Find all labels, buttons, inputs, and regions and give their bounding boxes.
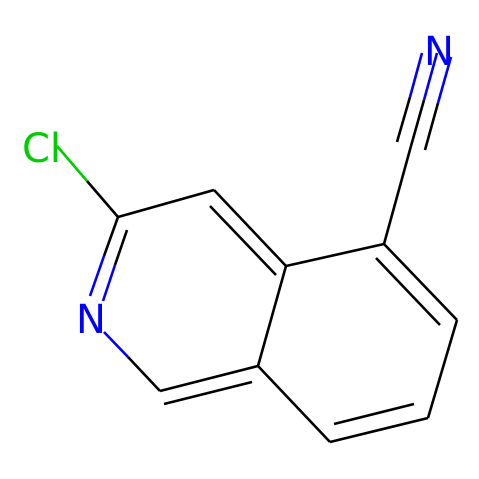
bond-n2-c3 [88, 255, 106, 297]
bond-c8a-c1-inner [163, 380, 253, 406]
bond-n2-c3-inner [101, 264, 117, 302]
bond-cn-triple-a-n [422, 52, 439, 101]
bond-c7-c8-inner [333, 402, 415, 426]
bonds [56, 52, 459, 444]
bond-c6-c7 [426, 319, 459, 419]
bond-c7-c8 [329, 416, 429, 444]
bond-cn-triple-a [409, 99, 426, 147]
ring-nitrogen-atom-label: N [76, 297, 106, 343]
bond-c1-n2 [127, 356, 161, 392]
bond-c3-cl-label-side [56, 145, 88, 182]
bond-c4a-c5 [285, 242, 385, 268]
bond-n2-c3-inner-c-side [113, 229, 129, 266]
bond-cn-triple-c [423, 102, 440, 151]
bond-c3-c4 [117, 188, 215, 219]
bond-c8a-c1 [159, 364, 259, 393]
bond-c4-c4a-inner [209, 205, 277, 276]
bond-c5-c6-inner [375, 257, 441, 326]
bond-c3-cl [86, 180, 119, 218]
bond-c8a-c4a [256, 265, 288, 367]
bond-c5-cn [382, 145, 413, 245]
bond-c5-c6 [383, 243, 458, 321]
bond-n2-c3-c-side [102, 216, 120, 257]
bond-cn-triple-b [395, 96, 412, 143]
nitrile-nitrogen-atom-label: N [424, 29, 454, 75]
bond-cn-triple-c-n [436, 56, 453, 104]
bond-c1-n2-label-side [103, 331, 129, 358]
bond-c8-c8a [257, 365, 331, 443]
chlorine-atom-label: Cl [22, 126, 61, 172]
bond-cn-triple-b-n [408, 52, 424, 98]
bond-c4-c4a [213, 189, 287, 267]
